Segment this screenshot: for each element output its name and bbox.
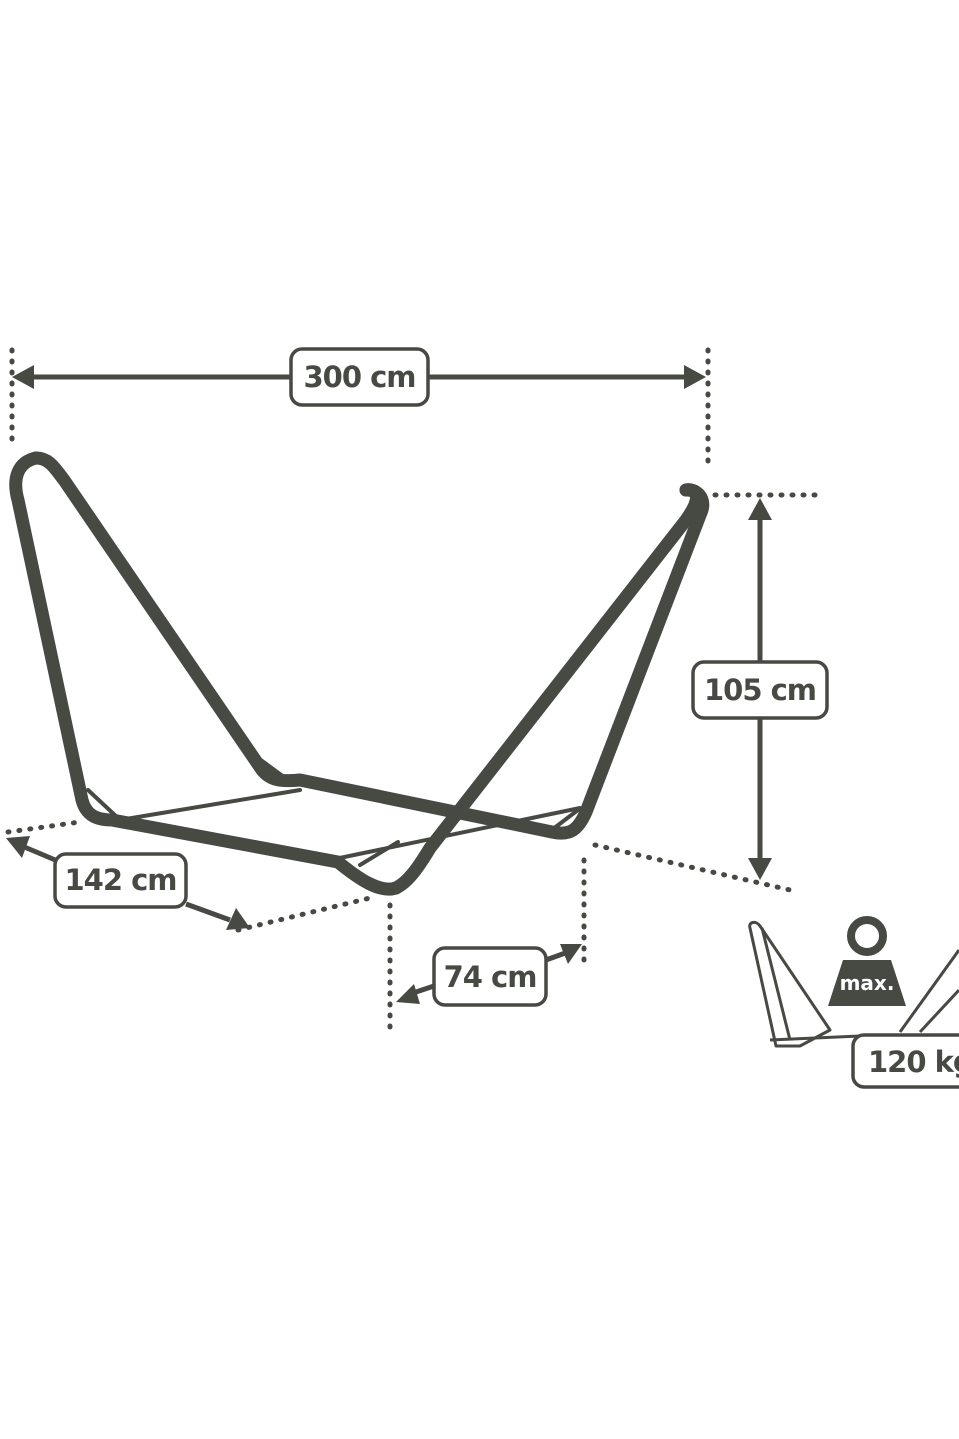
width-arrow-right (185, 901, 231, 923)
height-label-box (691, 660, 829, 720)
width-arrow-left (21, 843, 61, 865)
mini-stand-left (748, 920, 832, 1048)
arrowhead-icon (748, 498, 772, 520)
base-dimension: 74 cm (387, 857, 587, 1033)
load-label-box (851, 1033, 959, 1089)
height-label: 105 cm (704, 673, 816, 707)
length-dimension: 300 cm (9, 347, 711, 473)
floor-rail-right (328, 806, 582, 862)
hammock-stand-frame (9, 451, 710, 896)
width-label-box (53, 852, 188, 909)
width-extension-right (235, 895, 373, 933)
brace-center (358, 840, 400, 867)
width-extension-left (5, 819, 83, 835)
brace-left (86, 788, 120, 820)
length-label: 300 cm (303, 360, 415, 394)
height-dimension: 105 cm (592, 492, 829, 893)
mini-stand-rails (760, 927, 959, 1042)
arrowhead-icon (6, 836, 30, 858)
arrowhead-icon (684, 365, 706, 389)
load-label: 120 kg (868, 1045, 959, 1079)
arrowhead-icon (560, 944, 582, 964)
length-label-box (289, 347, 430, 407)
arrowhead-icon (396, 984, 420, 1004)
base-label: 74 cm (444, 960, 537, 994)
weight-ring (847, 916, 887, 956)
arrowhead-icon (226, 908, 250, 930)
frame-front-tube (9, 451, 703, 896)
arrowhead-icon (748, 858, 772, 880)
floor-rail-left (118, 788, 302, 822)
width-label: 142 cm (64, 863, 176, 897)
weight-icon (828, 960, 906, 1006)
width-dimension: 142 cm (5, 819, 373, 933)
load-capacity: max. 120 kg (748, 916, 959, 1089)
frame-rear-tube (29, 451, 710, 840)
base-label-box (432, 946, 548, 1007)
weight-max-label: max. (840, 971, 895, 995)
height-extension-bottom (592, 842, 793, 893)
arrowhead-icon (12, 365, 34, 389)
